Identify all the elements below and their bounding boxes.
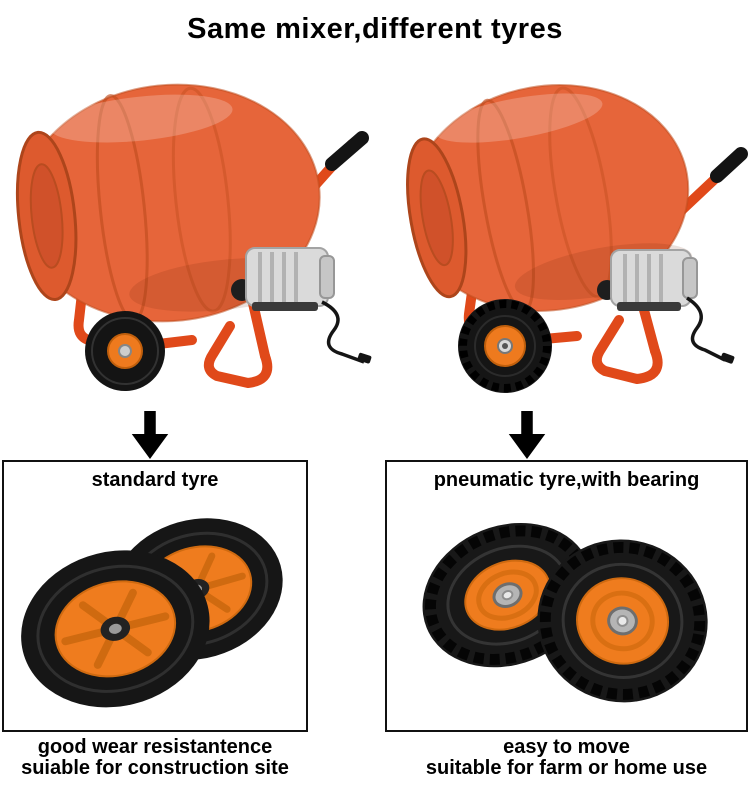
mixers-row	[0, 58, 750, 410]
caption-line: suitable for farm or home use	[425, 757, 708, 779]
title-row: Same mixer,different tyres	[0, 0, 750, 58]
standard-tyre-panel: standard tyre	[2, 460, 308, 732]
down-arrow-icon	[508, 411, 545, 459]
standard-tyre-caption: good wear resistantence suiable for cons…	[2, 737, 308, 779]
caption-line: suiable for construction site	[21, 757, 289, 779]
arrows-row	[0, 410, 750, 460]
standard-tyres-image-wrap	[6, 492, 304, 730]
pneumatic-tyres-image-wrap	[390, 492, 744, 730]
caption-line: good wear resistantence	[37, 736, 273, 758]
right-arrow-cell	[375, 410, 750, 460]
captions-row: good wear resistantence suiable for cons…	[0, 737, 750, 779]
caption-line: easy to move	[503, 736, 630, 758]
mixer-motor	[597, 249, 698, 311]
panel-title: pneumatic tyre,with bearing	[433, 469, 700, 491]
mixer-drum	[15, 83, 321, 323]
page-title: Same mixer,different tyres	[187, 12, 563, 45]
mixer-standard-tyre-photo	[15, 83, 372, 391]
standard-tyres-photo	[21, 518, 283, 708]
pneumatic-tyre-panel: pneumatic tyre,with bearing	[385, 460, 748, 732]
down-arrow-icon	[131, 411, 168, 459]
mixer-standard-wheel	[85, 311, 165, 391]
mixer-pneumatic-tyre-photo	[406, 84, 748, 393]
mixer-pneumatic-cell	[375, 58, 750, 410]
panels-row: standard tyre	[0, 460, 750, 732]
power-cord	[321, 300, 372, 364]
pneumatic-tyre-caption: easy to move suitable for farm or home u…	[385, 737, 748, 779]
mixer-standard-cell	[0, 58, 375, 410]
handle-grip	[710, 147, 748, 183]
pneumatic-tyre-front	[536, 539, 708, 703]
left-arrow-cell	[0, 410, 375, 460]
standard-wheel-front	[21, 550, 210, 708]
handle-grip	[325, 131, 369, 171]
mixer-motor	[231, 247, 335, 311]
power-cord	[686, 296, 735, 364]
panel-title: standard tyre	[91, 469, 219, 491]
pneumatic-tyres-photo	[422, 522, 708, 703]
mixer-pneumatic-wheel	[458, 299, 552, 393]
